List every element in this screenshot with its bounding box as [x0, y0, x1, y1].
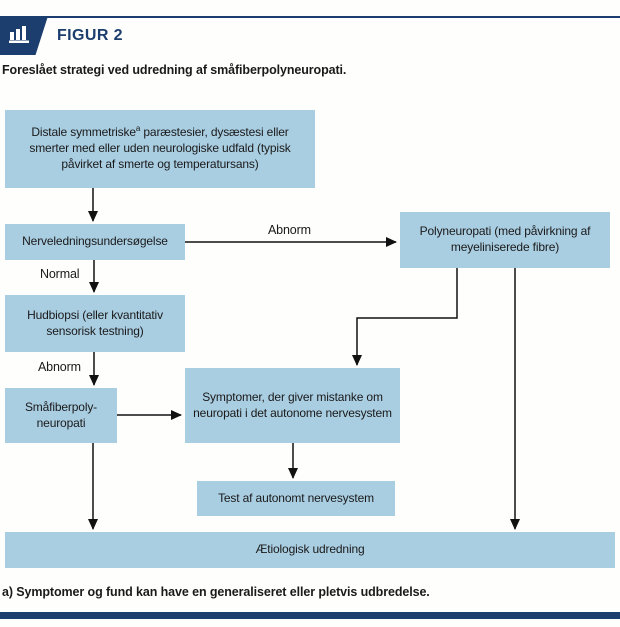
box-nerve-conduction-text: Nerveledningsundersøgelse: [22, 234, 168, 249]
box-distal-symptoms-text: Distale symmetriskea paræstesier, dysæst…: [29, 124, 291, 171]
figure-subtitle: Foreslået strategi ved udredning af småf…: [2, 63, 347, 77]
box-autonomic-test: Test af autonomt nervesystem: [197, 481, 395, 516]
edge-label-normal: Normal: [40, 267, 80, 281]
box-skin-biopsy-text: Hudbiopsi (eller kvantitativ sensorisk t…: [27, 307, 163, 338]
box-etiology: Ætiologisk udredning: [5, 532, 615, 568]
footnote: a) Symptomer og fund kan have en general…: [2, 585, 430, 599]
box-polyneuropathy: Polyneuropati (med påvirkning af meyelin…: [400, 212, 610, 268]
arrow-polyneuropathy-to-autonomic-symptoms: [352, 268, 458, 366]
box-small-fiber-neuropathy: Småfiberpoly- neuropati: [5, 388, 117, 443]
header-rule: [0, 16, 620, 18]
box-autonomic-test-text: Test af autonomt nervesystem: [218, 490, 374, 505]
edge-label-abnorm-bottom: Abnorm: [38, 360, 81, 374]
bar-chart-icon: [0, 21, 31, 50]
edge-label-abnorm-top: Abnorm: [268, 223, 311, 237]
box-nerve-conduction: Nerveledningsundersøgelse: [5, 224, 185, 260]
box-etiology-text: Ætiologisk udredning: [255, 542, 365, 557]
figure-badge: [0, 16, 48, 55]
box-small-fiber-neuropathy-text: Småfiberpoly- neuropati: [24, 399, 98, 430]
box-distal-symptoms: Distale symmetriskea paræstesier, dysæst…: [5, 110, 315, 188]
box-skin-biopsy: Hudbiopsi (eller kvantitativ sensorisk t…: [5, 295, 185, 352]
box-autonomic-symptoms: Symptomer, der giver mistanke om neuropa…: [185, 368, 400, 443]
box-polyneuropathy-text: Polyneuropati (med påvirkning af meyelin…: [419, 224, 591, 254]
bottom-rule: [0, 612, 620, 619]
figure-label: FIGUR 2: [57, 27, 123, 44]
footnote-marker: a: [135, 124, 141, 134]
box-autonomic-symptoms-text: Symptomer, der giver mistanke om neuropa…: [193, 389, 392, 420]
